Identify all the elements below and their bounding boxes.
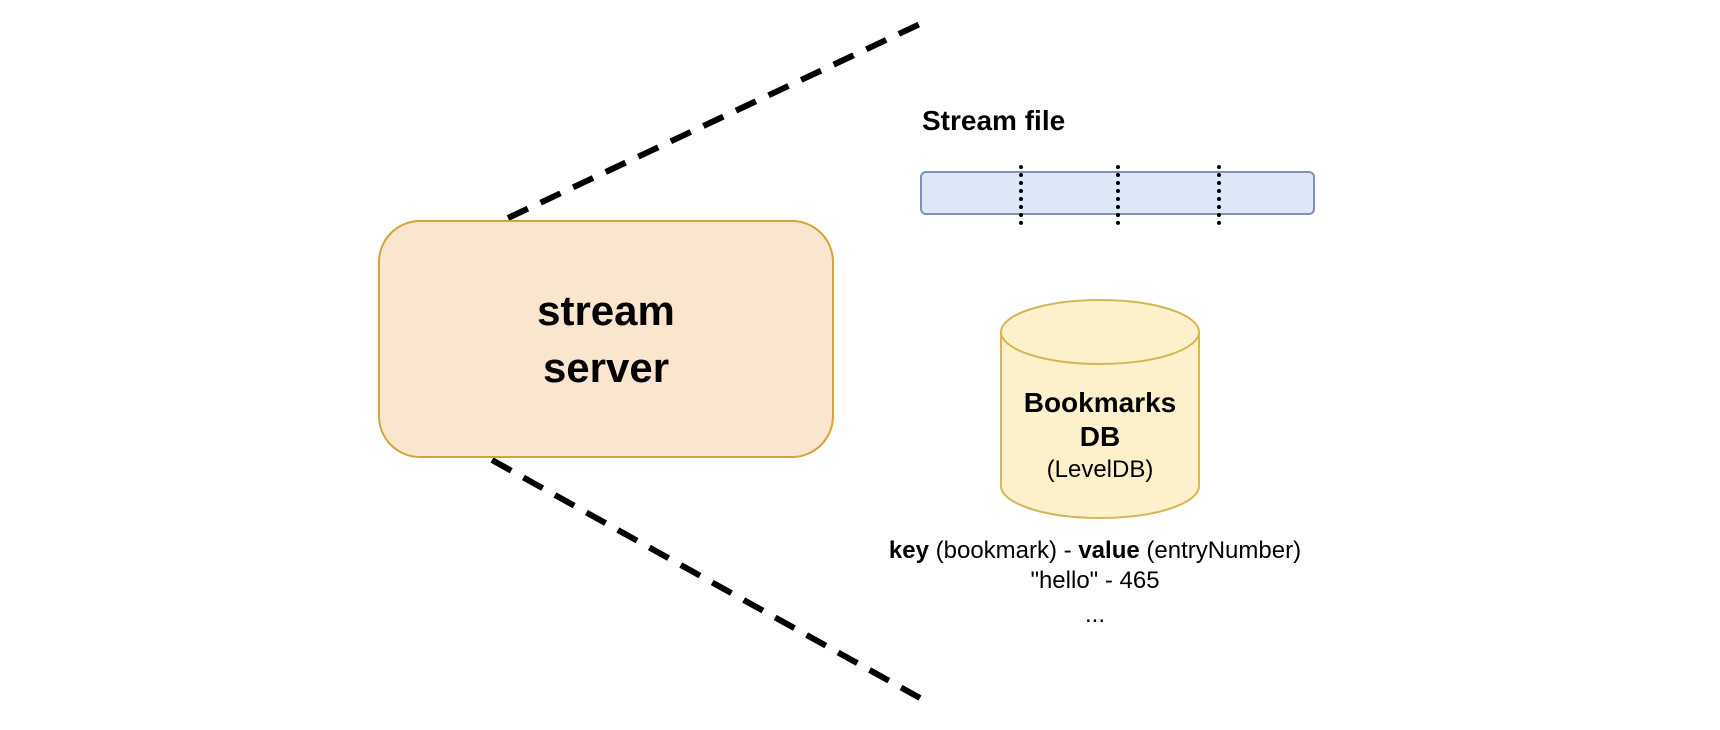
- stream-file-segment-divider: [1019, 165, 1023, 225]
- zoom-line-bottom: [490, 457, 922, 701]
- bookmarks-db-subtitle: (LevelDB): [1046, 456, 1154, 483]
- stream-server-box: stream server: [378, 220, 834, 458]
- key-value-separator: -: [1063, 537, 1072, 564]
- stream-server-label-line1: stream: [537, 287, 675, 334]
- zoom-line-top: [506, 21, 922, 221]
- stream-file-bar: [920, 165, 1315, 225]
- stream-file-title: Stream file: [922, 105, 1066, 136]
- bookmarks-db-title-line1: Bookmarks: [1023, 387, 1177, 418]
- bookmarks-db-title-line2: DB: [1079, 421, 1121, 452]
- key-value-example: "hello" - 465: [1030, 567, 1160, 594]
- key-description: (bookmark): [935, 537, 1057, 564]
- stream-server-label-line2: server: [542, 344, 670, 391]
- key-value-header: key (bookmark) - value (entryNumber): [860, 536, 1330, 566]
- key-value-legend: key (bookmark) - value (entryNumber) "he…: [860, 536, 1330, 630]
- value-description: (entryNumber): [1146, 537, 1302, 564]
- bookmarks-db-cylinder: Bookmarks DB (LevelDB): [999, 298, 1201, 520]
- key-value-ellipsis: ...: [1084, 601, 1105, 628]
- stream-file-segment-divider: [1217, 165, 1221, 225]
- stream-file-segment-divider: [1116, 165, 1120, 225]
- database-cylinder-icon: [1000, 299, 1200, 519]
- value-label: value: [1078, 537, 1140, 564]
- key-label: key: [888, 537, 929, 564]
